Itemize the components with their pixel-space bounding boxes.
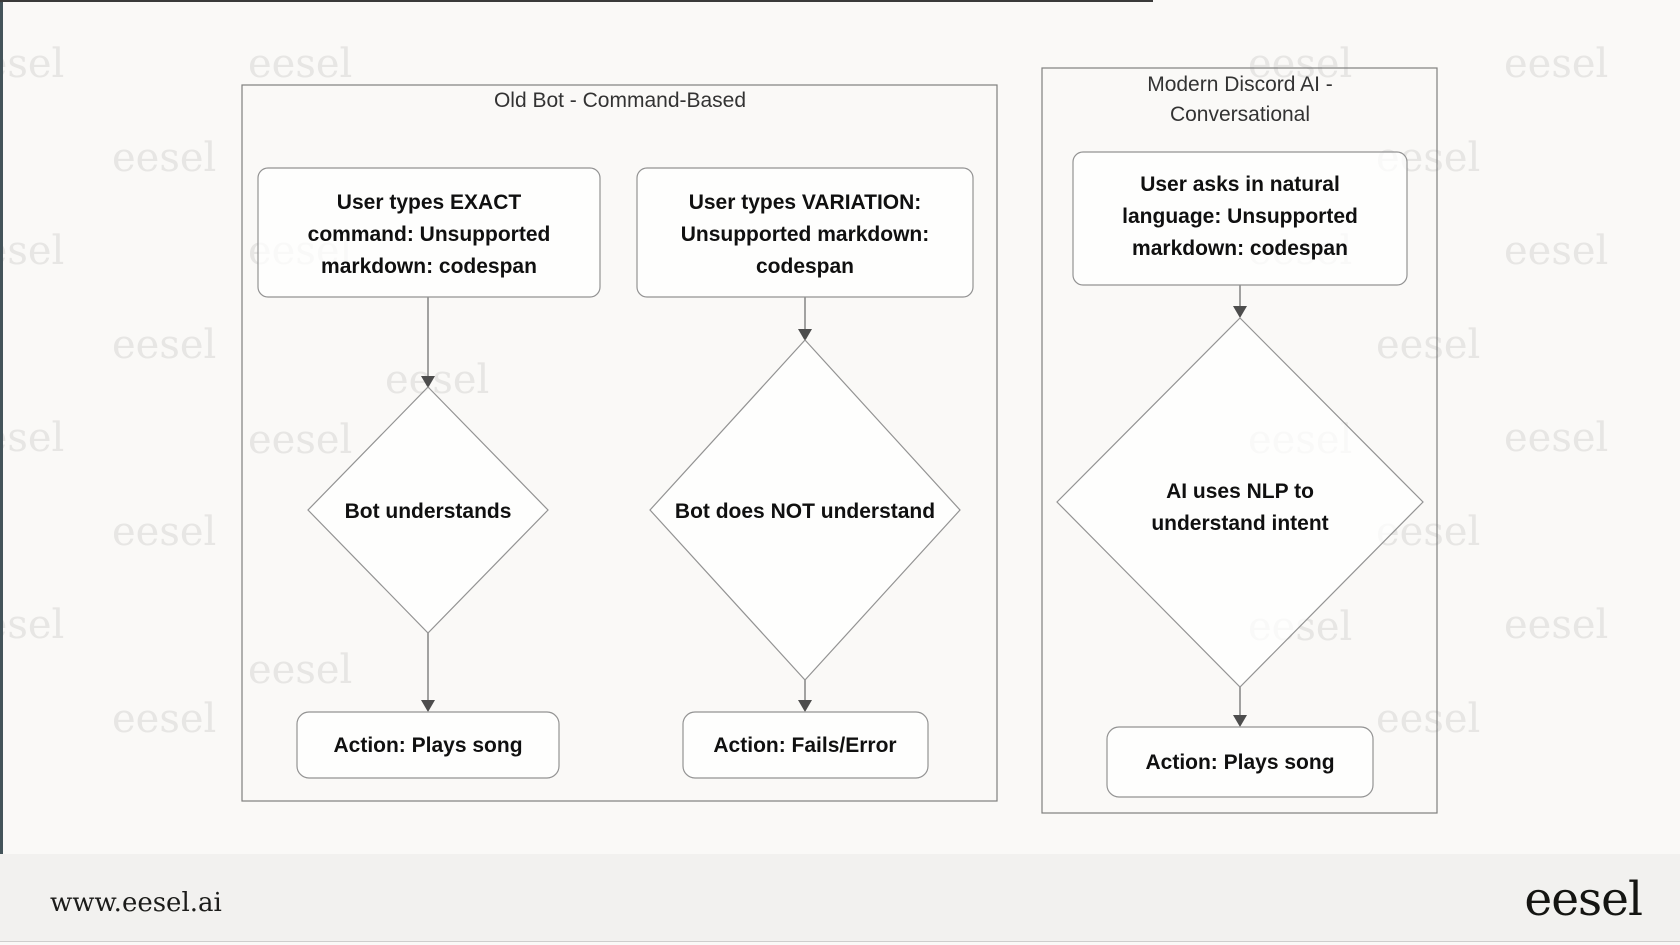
- container-old-bot-title: Old Bot - Command-Based: [494, 89, 746, 112]
- node-bot-not-understand: Bot does NOT understand: [649, 339, 961, 681]
- arrow-exact-to-understands: [421, 297, 435, 388]
- node-variation-command: User types VARIATION: Unsupported markdo…: [636, 167, 974, 298]
- node-bot-understands-label: Bot understands: [345, 500, 512, 523]
- node-bot-not-understand-label: Bot does NOT understand: [675, 500, 935, 523]
- arrow-variation-to-notunderstand: [798, 297, 812, 341]
- node-ai-nlp-line2: understand intent: [1151, 512, 1328, 535]
- footer-divider: [0, 941, 1680, 942]
- top-edge-line: [0, 0, 1153, 2]
- node-action-plays-song-right-label: Action: Plays song: [1145, 751, 1334, 774]
- node-variation-command-line2: Unsupported markdown:: [681, 223, 930, 246]
- node-action-plays-song-left-label: Action: Plays song: [333, 734, 522, 757]
- node-variation-command-line3: codespan: [756, 255, 854, 278]
- node-action-fails: Action: Fails/Error: [682, 711, 929, 779]
- container-modern-ai-title-line1: Modern Discord AI -: [1147, 73, 1333, 96]
- container-modern-ai: [1041, 67, 1438, 814]
- container-modern-ai-title-line2: Conversational: [1170, 103, 1310, 126]
- node-exact-command-line2: command: Unsupported: [308, 223, 551, 246]
- node-exact-command-line3: markdown: codespan: [321, 255, 537, 278]
- left-edge-line: [0, 0, 3, 854]
- node-natural-language-line3: markdown: codespan: [1132, 237, 1348, 260]
- arrow-nlp-to-plays: [1233, 687, 1247, 727]
- node-action-plays-song-left: Action: Plays song: [296, 711, 560, 779]
- container-old-bot: [241, 84, 998, 802]
- node-action-fails-label: Action: Fails/Error: [713, 734, 896, 757]
- arrow-natural-to-nlp: [1233, 285, 1247, 318]
- arrow-notunderstand-to-fails: [798, 680, 812, 712]
- node-ai-nlp-line1: AI uses NLP to: [1166, 480, 1314, 503]
- eesel-logo: eesel: [1524, 872, 1643, 927]
- node-natural-language: User asks in natural language: Unsupport…: [1072, 151, 1408, 286]
- arrow-understands-to-plays: [421, 633, 435, 712]
- node-exact-command-line1: User types EXACT: [337, 191, 522, 214]
- node-natural-language-line2: language: Unsupported: [1122, 205, 1358, 228]
- node-exact-command: User types EXACT command: Unsupported ma…: [257, 167, 601, 298]
- node-variation-command-line1: User types VARIATION:: [689, 191, 922, 214]
- node-bot-understands: Bot understands: [307, 386, 549, 634]
- node-natural-language-line1: User asks in natural: [1140, 173, 1340, 196]
- footer-band: [0, 854, 1680, 941]
- node-ai-nlp: AI uses NLP to understand intent: [1056, 317, 1424, 688]
- node-action-plays-song-right: Action: Plays song: [1106, 726, 1374, 798]
- footer-website-url: www.eesel.ai: [50, 888, 222, 918]
- flowchart: Old Bot - Command-Based Modern Discord A…: [241, 67, 1438, 814]
